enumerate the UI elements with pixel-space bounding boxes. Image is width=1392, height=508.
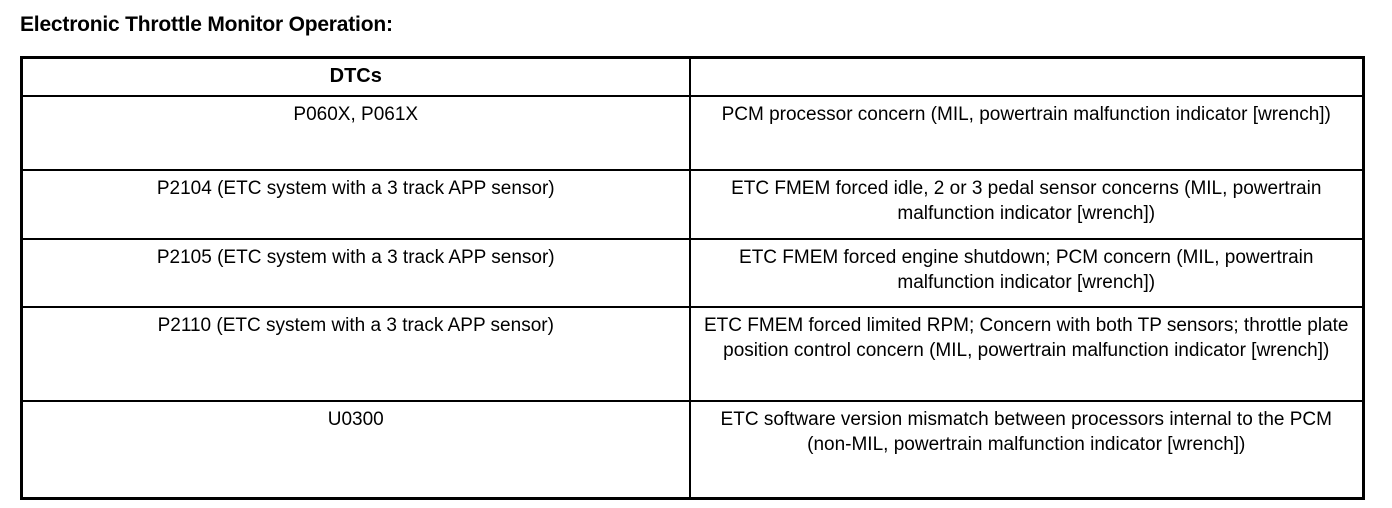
cell-description: ETC software version mismatch between pr… bbox=[688, 400, 1365, 500]
cell-dtc: P2104 (ETC system with a 3 track APP sen… bbox=[20, 169, 691, 240]
cell-dtc: P060X, P061X bbox=[20, 95, 691, 171]
cell-dtc: P2105 (ETC system with a 3 track APP sen… bbox=[20, 238, 691, 308]
cell-description: ETC FMEM forced engine shutdown; PCM con… bbox=[688, 238, 1365, 308]
cell-description: PCM processor concern (MIL, powertrain m… bbox=[688, 95, 1365, 171]
table-row: P2105 (ETC system with a 3 track APP sen… bbox=[20, 238, 1365, 308]
cell-description: ETC FMEM forced idle, 2 or 3 pedal senso… bbox=[688, 169, 1365, 240]
table-row: U0300 ETC software version mismatch betw… bbox=[20, 400, 1365, 500]
cell-dtc: P2110 (ETC system with a 3 track APP sen… bbox=[20, 306, 691, 402]
column-header-description bbox=[688, 56, 1365, 97]
table-body: P060X, P061X PCM processor concern (MIL,… bbox=[20, 95, 1365, 500]
table-header: DTCs bbox=[20, 56, 1365, 97]
dtc-table: DTCs P060X, P061X PCM processor concern … bbox=[20, 56, 1365, 500]
table-header-row: DTCs bbox=[20, 56, 1365, 97]
table-row: P2110 (ETC system with a 3 track APP sen… bbox=[20, 306, 1365, 402]
table-row: P060X, P061X PCM processor concern (MIL,… bbox=[20, 95, 1365, 171]
cell-dtc: U0300 bbox=[20, 400, 691, 500]
page-title: Electronic Throttle Monitor Operation: bbox=[20, 13, 393, 36]
cell-description: ETC FMEM forced limited RPM; Concern wit… bbox=[688, 306, 1365, 402]
column-header-dtcs: DTCs bbox=[20, 56, 691, 97]
table-row: P2104 (ETC system with a 3 track APP sen… bbox=[20, 169, 1365, 240]
